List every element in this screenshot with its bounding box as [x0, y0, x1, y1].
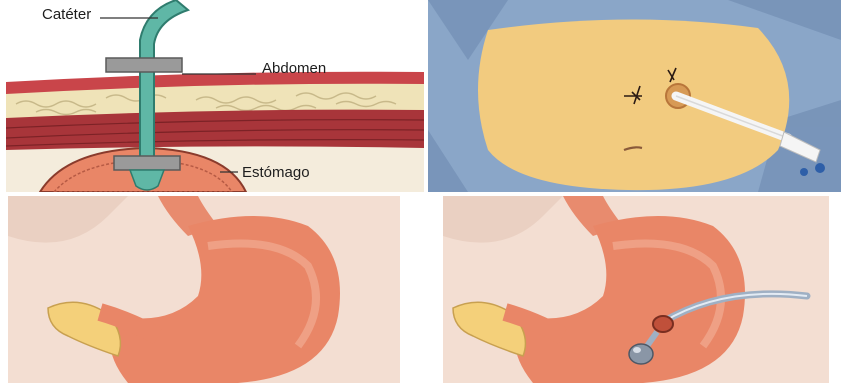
connector-cap	[815, 163, 825, 173]
skin-area	[478, 19, 789, 190]
internal-balloon	[629, 344, 653, 364]
internal-bolster	[114, 156, 180, 170]
external-bolster	[106, 58, 182, 72]
stomach-label: Estómago	[242, 164, 310, 181]
stomach-tube-illustration	[443, 196, 835, 383]
stomach-tube-illustration-panel	[443, 196, 835, 383]
clinical-photo-panel	[428, 0, 841, 192]
stoma-ring	[653, 316, 673, 332]
clinical-photo	[428, 0, 841, 192]
catheter-label: Catéter	[42, 6, 91, 23]
gastrostomy-diagram	[6, 0, 424, 192]
stomach-illustration	[8, 196, 408, 383]
abdomen-label: Abdomen	[262, 60, 326, 77]
stomach-illustration-panel	[8, 196, 408, 383]
diagram-panel: Catéter Abdomen Estómago	[6, 0, 424, 192]
